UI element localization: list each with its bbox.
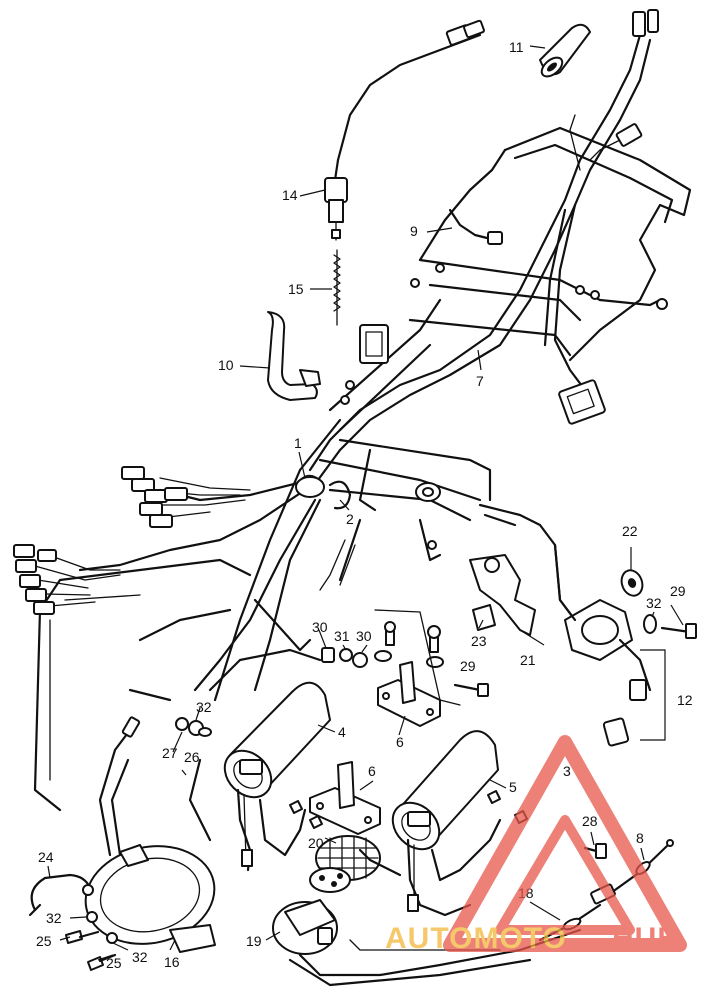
part-11-rubber-tube	[539, 23, 591, 78]
part-29-30-32-fasteners	[175, 621, 444, 737]
label-part-28: 29	[670, 583, 686, 599]
watermark-triangle-outer	[443, 735, 687, 952]
label-part-32-horn-b: 32	[132, 949, 148, 965]
watermark-brand-hub: HUB	[612, 922, 680, 955]
label-part-9: 9	[410, 223, 418, 239]
label-part-6-lower: 6	[368, 763, 376, 779]
label-part-29-top: 30	[312, 619, 328, 635]
part-27-bolt	[453, 683, 489, 697]
label-part-7: 7	[476, 373, 484, 389]
part-15-spring	[333, 249, 341, 326]
label-part-3: 3	[563, 763, 571, 779]
label-part-32-left: 26	[184, 749, 200, 765]
part-32-washers-horn	[86, 911, 118, 944]
label-part-32-top: 31	[334, 628, 350, 644]
label-part-25-right: 25	[106, 955, 122, 971]
label-part-5: 5	[509, 779, 517, 795]
label-part-1: 1	[294, 435, 302, 451]
label-part-4: 4	[338, 724, 346, 740]
label-part-32-horn-a: 32	[46, 910, 62, 926]
label-part-31: 32	[646, 595, 662, 611]
label-part-20: 20	[308, 835, 324, 851]
label-part-14: 14	[282, 187, 298, 203]
leader-lines	[47, 45, 684, 961]
part-31-washer	[643, 614, 657, 634]
label-part-8: 8	[636, 830, 644, 846]
part-25-bolts	[65, 930, 117, 971]
label-part-29-left: 27	[162, 745, 178, 761]
part-16-horn	[84, 716, 216, 953]
watermark-logo: AUTOMOTO HUB	[385, 735, 687, 955]
front-connectors-upper	[121, 466, 251, 528]
part-22-washer	[620, 569, 644, 597]
label-part-12: 12	[677, 692, 693, 708]
label-part-30-left: 32	[196, 699, 212, 715]
part-14-stop-switch	[324, 19, 485, 241]
label-part-21: 21	[520, 652, 536, 668]
label-part-22: 22	[622, 523, 638, 539]
part-6-bracket-upper	[377, 661, 441, 727]
main-wire-harness	[78, 9, 659, 692]
front-connectors-lower	[13, 544, 121, 615]
label-part-27: 29	[460, 658, 476, 674]
label-part-15: 15	[288, 281, 304, 297]
label-part-23: 23	[471, 633, 487, 649]
part-labels: 11 14 15 9 10 7 1 2 4 6 6 5 3 21 22 23 2…	[36, 39, 693, 971]
watermark-brand-automoto: AUTOMOTO	[385, 922, 567, 955]
part-23-collar	[472, 604, 496, 631]
label-part-16: 16	[164, 954, 180, 970]
label-part-11: 11	[509, 39, 524, 55]
label-part-25-left: 25	[36, 933, 52, 949]
label-part-19: 19	[246, 933, 262, 949]
part-12-ignition-switch	[553, 543, 652, 747]
label-part-2: 2	[346, 511, 354, 527]
part-24-hook	[28, 873, 94, 917]
part-4-ignition-coil	[223, 681, 331, 872]
part-19-rectifier	[272, 899, 582, 987]
part-5-ignition-coil	[391, 730, 528, 917]
label-part-6-upper: 6	[396, 734, 404, 750]
label-part-24: 24	[38, 849, 54, 865]
part-10-band	[267, 311, 321, 401]
part-20-regulator	[309, 835, 381, 893]
watermark-triangle-inner	[495, 815, 635, 935]
part-28-bolt	[660, 623, 697, 639]
part-26-bolt	[583, 843, 607, 859]
label-part-26: 28	[582, 813, 598, 829]
label-part-30-top: 30	[356, 628, 372, 644]
part-6-bracket-lower	[309, 761, 381, 835]
label-part-10: 10	[218, 357, 234, 373]
